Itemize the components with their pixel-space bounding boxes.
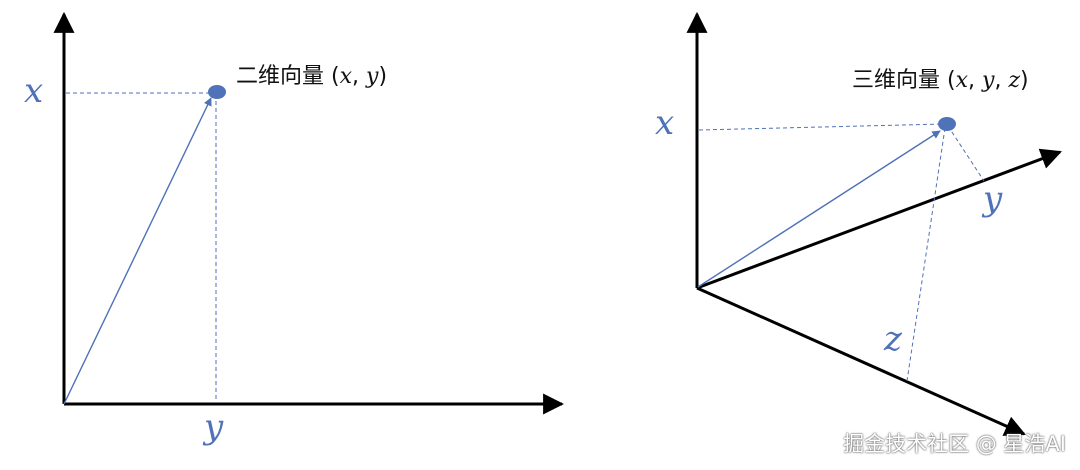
bottom-axis-3d: [696, 286, 1026, 436]
label-y-2d: y: [202, 407, 224, 447]
point-2d: [208, 85, 226, 99]
point-3d: [938, 117, 956, 131]
watermark: 掘金技术社区 @ 星浩AI: [843, 432, 1066, 456]
label-z-3d: z: [883, 319, 903, 359]
caption-2d: 二维向量 (x, y): [236, 64, 387, 89]
guide-z-3d: [906, 127, 946, 382]
label-y-3d: y: [981, 179, 1003, 219]
label-x-3d: x: [655, 103, 674, 143]
vector-arrow-2d: [63, 97, 212, 405]
guide-y-3d: [947, 125, 985, 182]
vector-arrow-3d: [697, 130, 941, 288]
panel-3d: x y z 三维向量 (x, y, z): [655, 11, 1062, 436]
depth-axis-3d: [696, 148, 1062, 290]
panel-2d: x y 二维向量 (x, y): [24, 11, 565, 447]
guide-x-3d: [698, 123, 945, 131]
caption-3d: 三维向量 (x, y, z): [852, 68, 1029, 93]
label-x-2d: x: [24, 71, 43, 111]
